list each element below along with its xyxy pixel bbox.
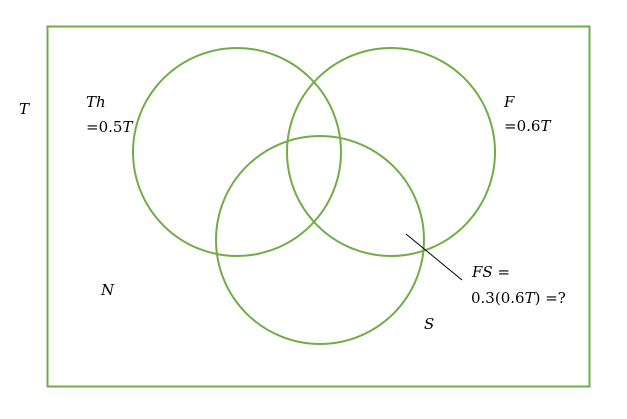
f-label: F xyxy=(503,93,515,111)
fs-pointer-line xyxy=(405,233,463,281)
circle-f xyxy=(286,47,496,257)
n-label: N xyxy=(100,281,115,299)
universe-rectangle xyxy=(46,25,591,388)
universe-label: T xyxy=(19,100,30,118)
th-label: Th xyxy=(86,93,106,111)
f-value-label: =0.6T xyxy=(504,117,551,135)
s-label: S xyxy=(424,315,434,333)
circle-th xyxy=(132,47,342,257)
fs-label: FS = xyxy=(471,263,510,281)
fs-value-label: 0.3(0.6T) =? xyxy=(471,289,566,307)
th-value-label: =0.5T xyxy=(86,118,133,136)
circle-s xyxy=(215,135,425,345)
